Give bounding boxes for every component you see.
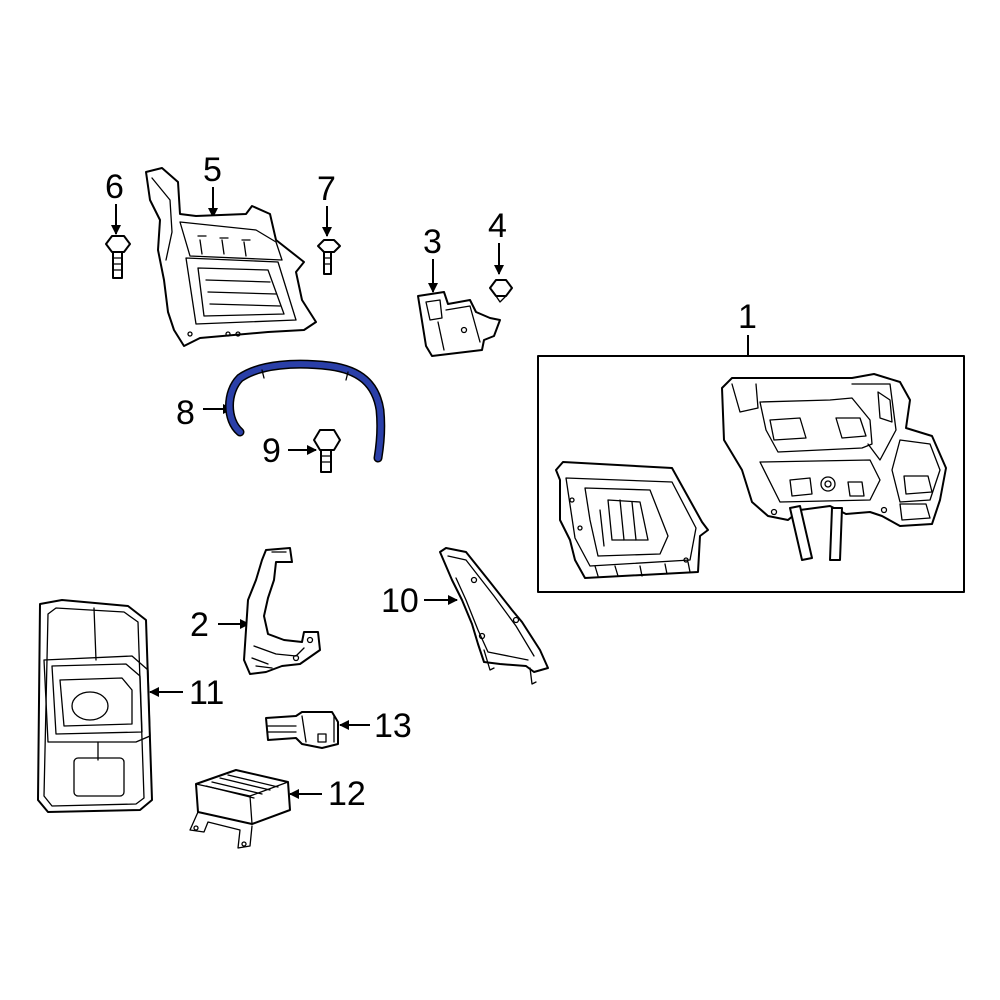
part-6-bolt[interactable] [105,235,131,279]
part-1-engine-control-module[interactable] [537,355,965,593]
callout-1[interactable]: 1 [738,298,757,336]
callout-9[interactable]: 9 [262,432,281,470]
part-11-console-panel[interactable] [37,599,153,813]
callout-11[interactable]: 11 [189,674,224,712]
part-12-control-module[interactable] [189,769,291,849]
callout-4[interactable]: 4 [488,207,507,245]
callout-7[interactable]: 7 [317,170,336,208]
part-2-bracket[interactable] [243,547,321,675]
part-13-sensor[interactable] [265,711,339,749]
part-10-bracket-plate[interactable] [439,547,549,685]
callout-13[interactable]: 13 [374,707,412,745]
callout-6[interactable]: 6 [105,168,124,206]
callout-10[interactable]: 10 [381,582,419,620]
callout-12[interactable]: 12 [328,775,366,813]
leader-arrows [111,187,749,799]
part-4-clip[interactable] [489,279,513,303]
callout-5[interactable]: 5 [203,151,222,189]
part-8-strap-highlighted[interactable] [225,359,386,463]
ecm-main-unit [721,373,947,561]
callout-3[interactable]: 3 [423,223,442,261]
part-5-bracket[interactable] [145,167,317,347]
callout-8[interactable]: 8 [176,394,195,432]
callout-2[interactable]: 2 [190,606,209,644]
ecm-flat-unit [555,461,709,579]
part-3-bracket[interactable] [417,291,501,357]
part-7-bolt[interactable] [317,239,341,275]
part-9-bolt[interactable] [313,429,341,473]
